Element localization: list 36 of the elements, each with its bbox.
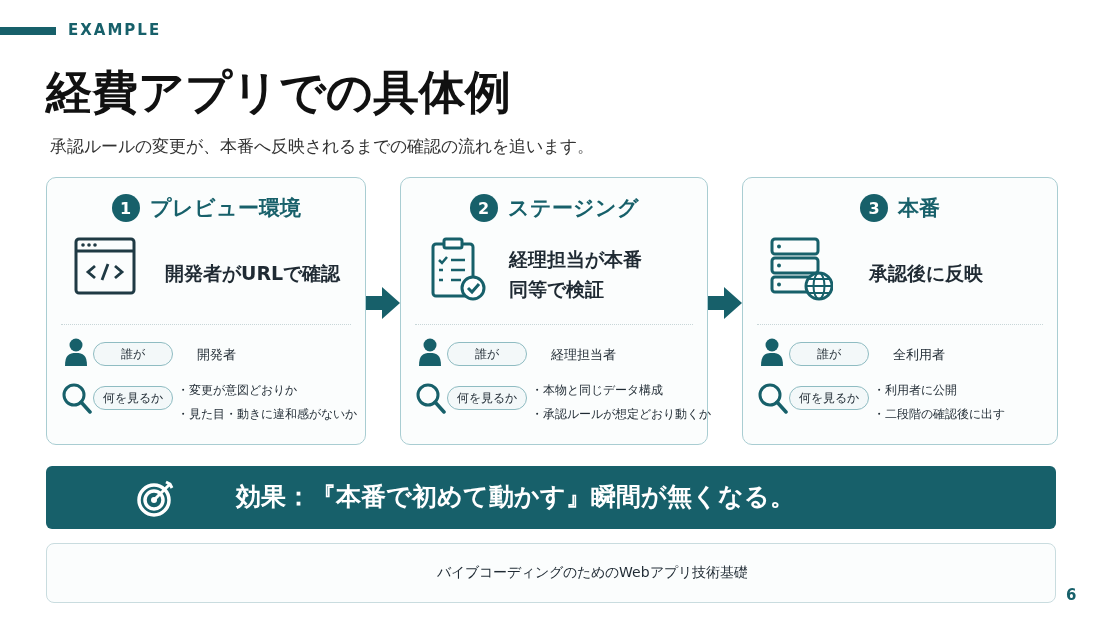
- stage-summary: 開発者がURLで確認: [165, 261, 342, 286]
- role-pill: 誰が: [789, 342, 869, 366]
- effect-banner: [46, 466, 1056, 529]
- check-item: ・本物と同じデータ構成: [531, 382, 663, 399]
- stage-heading: 本番: [898, 195, 940, 222]
- section-label: EXAMPLE: [68, 21, 162, 39]
- number-badge: 3: [860, 194, 888, 222]
- footer-bar: [46, 543, 1056, 603]
- check-pill: 何を見るか: [789, 386, 869, 410]
- number-badge: 1: [111, 194, 140, 222]
- role-text: 経理担当者: [551, 346, 616, 364]
- page-number: 6: [1066, 586, 1077, 604]
- role-text: 全利用者: [893, 346, 945, 364]
- check-item: ・二段階の確認後に出す: [873, 406, 1005, 423]
- stage-card: [742, 177, 1058, 445]
- stage-summary: 承認後に反映: [869, 261, 984, 286]
- check-item: ・利用者に公開: [873, 382, 957, 399]
- check-pill: 何を見るか: [93, 386, 173, 410]
- subtitle: 承認ルールの変更が、本番へ反映されるまでの確認の流れを追います。: [50, 135, 594, 158]
- role-pill: 誰が: [93, 342, 173, 366]
- footer-text: バイブコーディングのためのWebアプリ技術基礎: [437, 564, 748, 582]
- slide-title: 経費アプリでの具体例: [46, 64, 511, 121]
- arrow: [708, 287, 742, 319]
- number-badge: 2: [469, 194, 498, 222]
- check-item: ・見た目・動きに違和感がないか: [177, 406, 357, 423]
- effect-text: 効果：『本番で初めて動かす』瞬間が無くなる。: [236, 481, 795, 513]
- check-pill: 何を見るか: [447, 386, 527, 410]
- stage-heading: プレビュー環境: [149, 195, 301, 222]
- stage-card: [46, 177, 366, 445]
- stage-heading: ステージング: [507, 195, 639, 222]
- arrow: [366, 287, 400, 319]
- check-item: ・変更が意図どおりか: [177, 382, 297, 399]
- check-item: ・承認ルールが想定どおり動くか: [531, 406, 711, 423]
- role-text: 開発者: [197, 346, 236, 364]
- stage-summary: 経理担当が本番同等で検証: [509, 247, 642, 302]
- role-pill: 誰が: [447, 342, 527, 366]
